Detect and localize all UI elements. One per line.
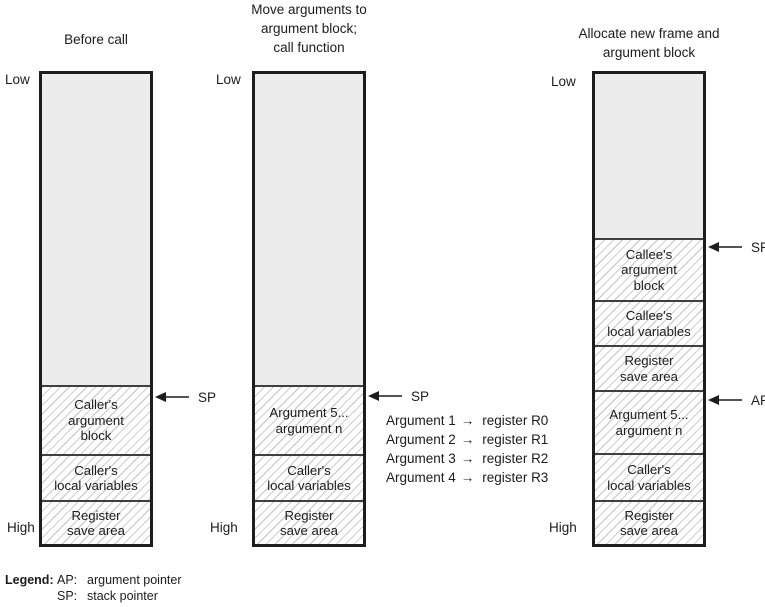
section-label-line: argument <box>621 262 677 278</box>
section-label-line: Register <box>71 507 121 523</box>
ap-pointer-allocate-frame: AP <box>708 392 765 408</box>
column-title-move-arguments: Move arguments to argument block; call f… <box>209 0 409 57</box>
stack-box-move-arguments: Argument 5... argument n Caller's local … <box>252 71 366 547</box>
legend-key: AP: <box>57 573 78 587</box>
low-address-label: Low <box>5 72 30 87</box>
free-stack-space <box>595 74 703 238</box>
register-save-area-section: Register save area <box>255 500 363 544</box>
section-label-line: Caller's <box>74 462 118 478</box>
legend-value: argument pointer <box>87 573 182 587</box>
high-address-label: High <box>210 520 238 535</box>
section-label-line: Register <box>284 507 334 523</box>
register-move-line: Argument 2 → register R1 <box>386 430 548 449</box>
register-move-list: Argument 1 → register R0 Argument 2 → re… <box>386 411 548 487</box>
stack-box-allocate-frame: Callee's argument block Callee's local v… <box>592 71 706 547</box>
right-arrow-icon: → <box>460 413 475 428</box>
register-name: register R1 <box>482 432 549 447</box>
section-label-line: Register <box>624 353 674 368</box>
section-label-line: argument <box>68 412 124 428</box>
right-arrow-icon: → <box>460 470 475 485</box>
right-arrow-icon: → <box>460 451 475 466</box>
register-move-line: Argument 4 → register R3 <box>386 468 548 487</box>
stack-box-before-call: Caller's argument block Caller's local v… <box>39 71 153 547</box>
section-label-line: Caller's <box>74 397 118 413</box>
sp-pointer-move-arguments: SP <box>368 388 430 404</box>
callers-argument-block-section: Caller's argument block <box>42 385 150 454</box>
column-title-allocate-frame: Allocate new frame and argument block <box>539 24 759 62</box>
argument-name: Argument 3 <box>386 451 456 466</box>
sp-pointer-before-call: SP <box>155 389 217 405</box>
high-address-label: High <box>7 520 35 535</box>
pointer-label: SP <box>198 389 217 405</box>
section-label-line: Register <box>624 507 674 523</box>
section-label-line: Argument 5... <box>609 407 689 422</box>
section-label-line: local variables <box>54 478 138 493</box>
callees-argument-block-section: Callee's argument block <box>595 238 703 300</box>
callees-local-variables-section: Callee's local variables <box>595 300 703 345</box>
right-arrow-icon: → <box>460 432 475 447</box>
section-label-line: save area <box>280 523 338 538</box>
arrow-left-icon <box>708 242 719 252</box>
section-label-line: block <box>633 277 665 293</box>
arrow-left-icon <box>708 395 719 405</box>
section-label-line: argument n <box>275 420 343 436</box>
low-address-label: Low <box>216 72 241 87</box>
argument-name: Argument 1 <box>386 413 456 428</box>
section-label-line: Callee's <box>625 246 673 262</box>
free-stack-space <box>42 74 150 385</box>
register-name: register R2 <box>482 451 549 466</box>
arrow-left-icon <box>155 392 166 402</box>
section-label-line: save area <box>67 523 125 538</box>
argument-block-section: Argument 5... argument n <box>595 390 703 453</box>
section-label-line: Caller's <box>287 462 331 478</box>
pointer-label: SP <box>751 239 765 255</box>
argument-name: Argument 2 <box>386 432 456 447</box>
title-line: argument block; <box>260 21 358 36</box>
legend-key: SP: <box>57 588 78 603</box>
callers-local-variables-section: Caller's local variables <box>42 454 150 500</box>
title-line: argument block <box>602 45 696 60</box>
callers-local-variables-section: Caller's local variables <box>255 454 363 500</box>
arrow-tail <box>719 399 742 401</box>
title-line: call function <box>273 40 345 55</box>
section-label-line: argument n <box>615 422 683 438</box>
register-save-area-section: Register save area <box>595 345 703 390</box>
register-move-line: Argument 1 → register R0 <box>386 411 548 430</box>
register-move-line: Argument 3 → register R2 <box>386 449 548 468</box>
argument-name: Argument 4 <box>386 470 456 485</box>
argument-block-section: Argument 5... argument n <box>255 385 363 454</box>
register-name: register R3 <box>482 470 549 485</box>
legend-spacer <box>5 589 57 605</box>
arrow-tail <box>166 396 189 398</box>
section-label-line: local variables <box>607 323 691 339</box>
section-label-line: save area <box>620 523 678 538</box>
section-label-line: block <box>80 428 112 444</box>
arrow-left-icon <box>368 391 379 401</box>
arrow-tail <box>719 246 742 248</box>
legend-title: Legend: <box>5 573 54 587</box>
section-label-line: local variables <box>607 477 691 493</box>
sp-pointer-allocate-frame: SP <box>708 239 765 255</box>
section-label-line: Callee's <box>625 308 673 323</box>
section-label-line: save area <box>620 368 678 384</box>
register-save-area-section: Register save area <box>42 500 150 544</box>
section-label-line: Caller's <box>627 462 671 477</box>
title-line: Move arguments to <box>251 2 367 17</box>
legend: Legend: AP: argument pointer SP: stack p… <box>5 573 182 604</box>
section-label-line: local variables <box>267 478 351 493</box>
pointer-label: SP <box>411 388 430 404</box>
pointer-label: AP <box>751 392 765 408</box>
high-address-label: High <box>549 520 577 535</box>
title-line: Allocate new frame and <box>578 26 720 41</box>
legend-value: stack pointer <box>87 588 158 603</box>
column-title-before-call: Before call <box>16 30 176 49</box>
arrow-tail <box>379 395 402 397</box>
free-stack-space <box>255 74 363 385</box>
register-name: register R0 <box>482 413 549 428</box>
low-address-label: Low <box>551 74 576 89</box>
callers-local-variables-section: Caller's local variables <box>595 453 703 500</box>
section-label-line: Argument 5... <box>269 405 349 420</box>
register-save-area-section: Register save area <box>595 500 703 544</box>
title-line: Before call <box>64 32 128 47</box>
